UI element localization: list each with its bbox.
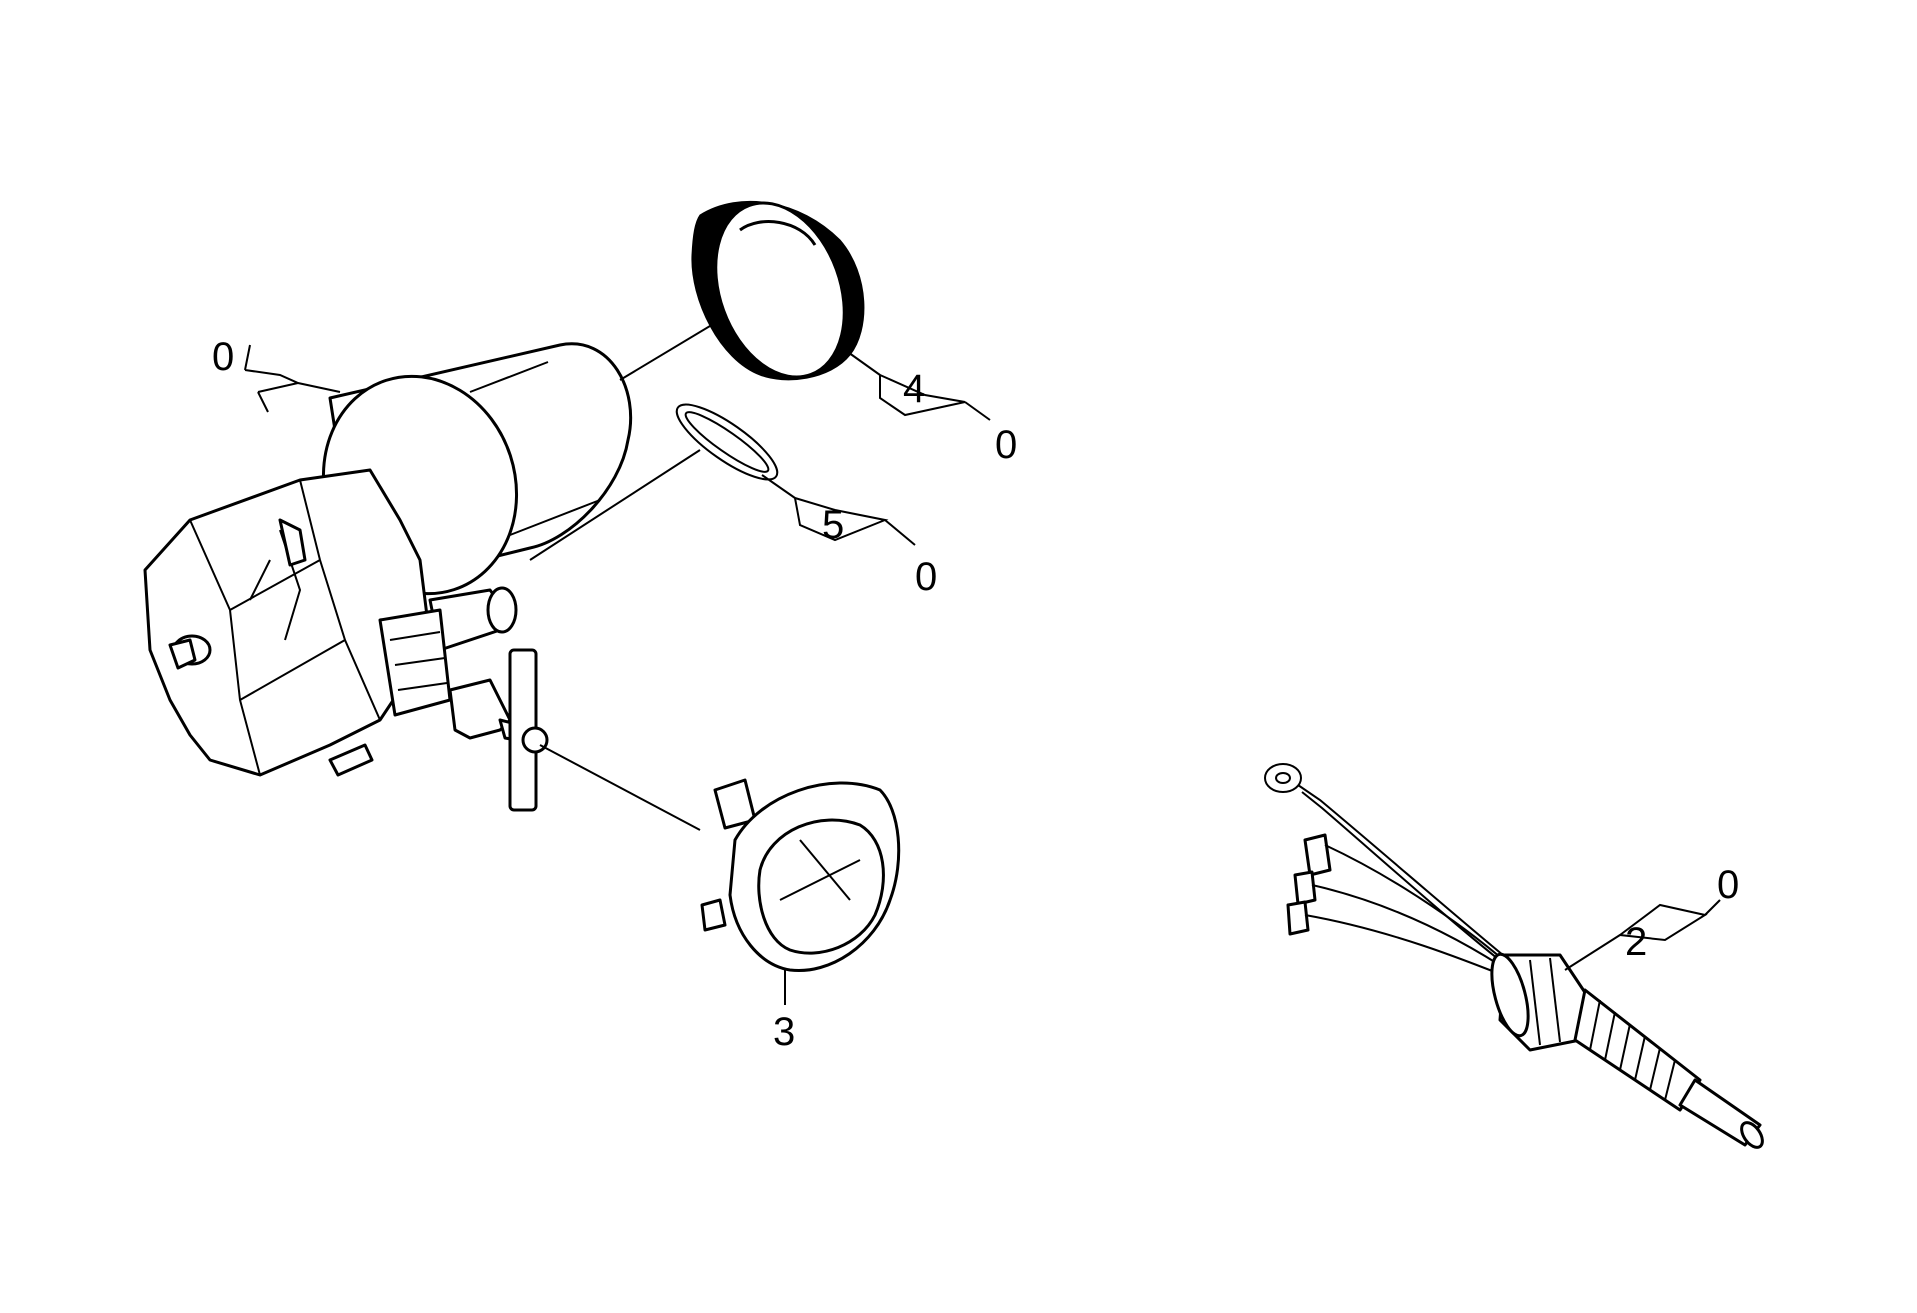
- callout-motor-group: 0: [212, 335, 234, 379]
- cable-assembly: [1264, 763, 1764, 1149]
- callout-oring: 5: [822, 503, 844, 547]
- callout-pressure-switch: 3: [773, 1010, 795, 1054]
- motor-pump-assembly: [143, 342, 633, 812]
- callout-sleeve-group: 0: [995, 423, 1017, 467]
- callout-oring-group: 0: [915, 555, 937, 599]
- pressure-switch: [700, 778, 901, 1005]
- callout-cable-group: 0: [1717, 863, 1739, 907]
- callout-brackets: [244, 344, 1721, 942]
- callout-sleeve: 4: [903, 367, 925, 411]
- o-ring: [675, 403, 779, 481]
- black-sleeve-ring: [691, 200, 865, 381]
- callout-cable: 2: [1625, 920, 1647, 964]
